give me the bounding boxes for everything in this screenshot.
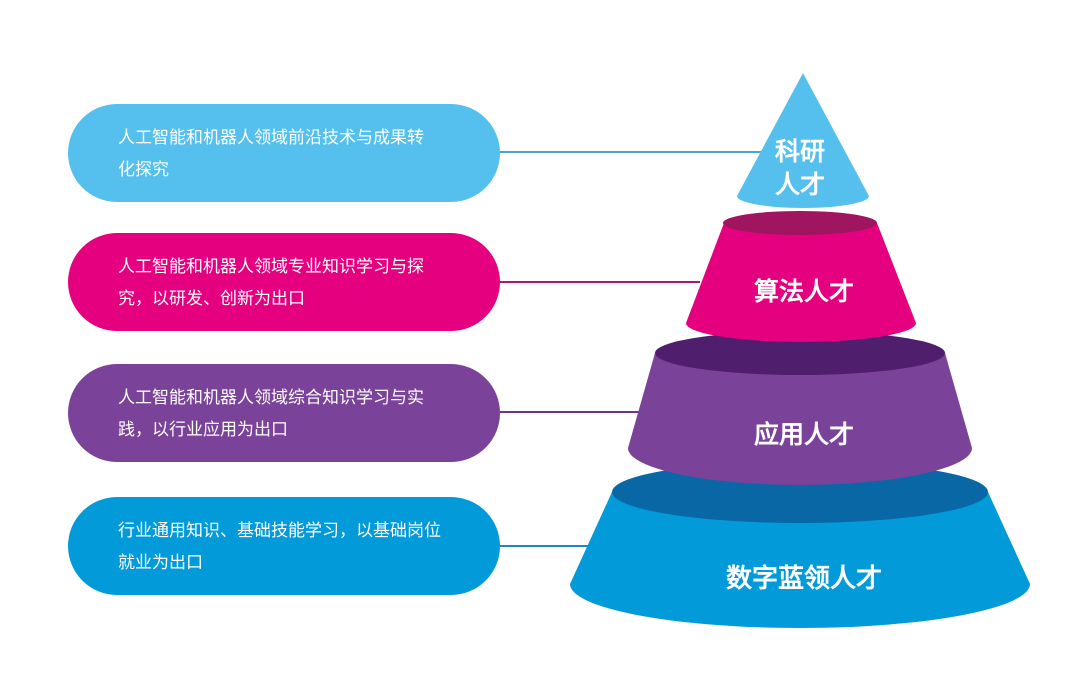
description-algorithm-line-1: 人工智能和机器人领域专业知识学习与探 (118, 257, 424, 277)
description-research-line-1: 人工智能和机器人领域前沿技术与成果转 (118, 128, 424, 148)
description-research-line-2: 化探究 (118, 160, 169, 180)
description-bluecollar-line-1: 行业通用知识、基础技能学习，以基础岗位 (118, 521, 441, 541)
description-application-line-2: 践，以行业应用为出口 (118, 420, 288, 440)
description-bluecollar-line-2: 就业为出口 (118, 553, 203, 573)
description-pill-research: 人工智能和机器人领域前沿技术与成果转 化探究 (68, 104, 500, 202)
tier-label-algorithm: 算法人才 (754, 277, 854, 306)
tier-label-research-line-1: 科研 (775, 137, 825, 166)
description-algorithm-line-2: 究，以研发、创新为出口 (118, 289, 305, 309)
tier-label-research-line-2: 人才 (775, 170, 825, 199)
tier-label-bluecollar: 数字蓝领人才 (726, 563, 882, 594)
pyramid-tier-algorithm: 算法人才 (686, 211, 916, 342)
pyramid-tier-research: 科研 人才 (737, 73, 869, 208)
pyramid-tier-bluecollar: 数字蓝领人才 (570, 461, 1030, 628)
tier-label-application: 应用人才 (754, 420, 854, 449)
pyramid-tier-application: 应用人才 (628, 331, 972, 485)
description-pill-algorithm: 人工智能和机器人领域专业知识学习与探 究，以研发、创新为出口 (68, 233, 500, 331)
description-pill-bluecollar: 行业通用知识、基础技能学习，以基础岗位 就业为出口 (68, 497, 500, 595)
description-application-line-1: 人工智能和机器人领域综合知识学习与实 (118, 388, 424, 408)
description-pill-application: 人工智能和机器人领域综合知识学习与实 践，以行业应用为出口 (68, 364, 500, 462)
